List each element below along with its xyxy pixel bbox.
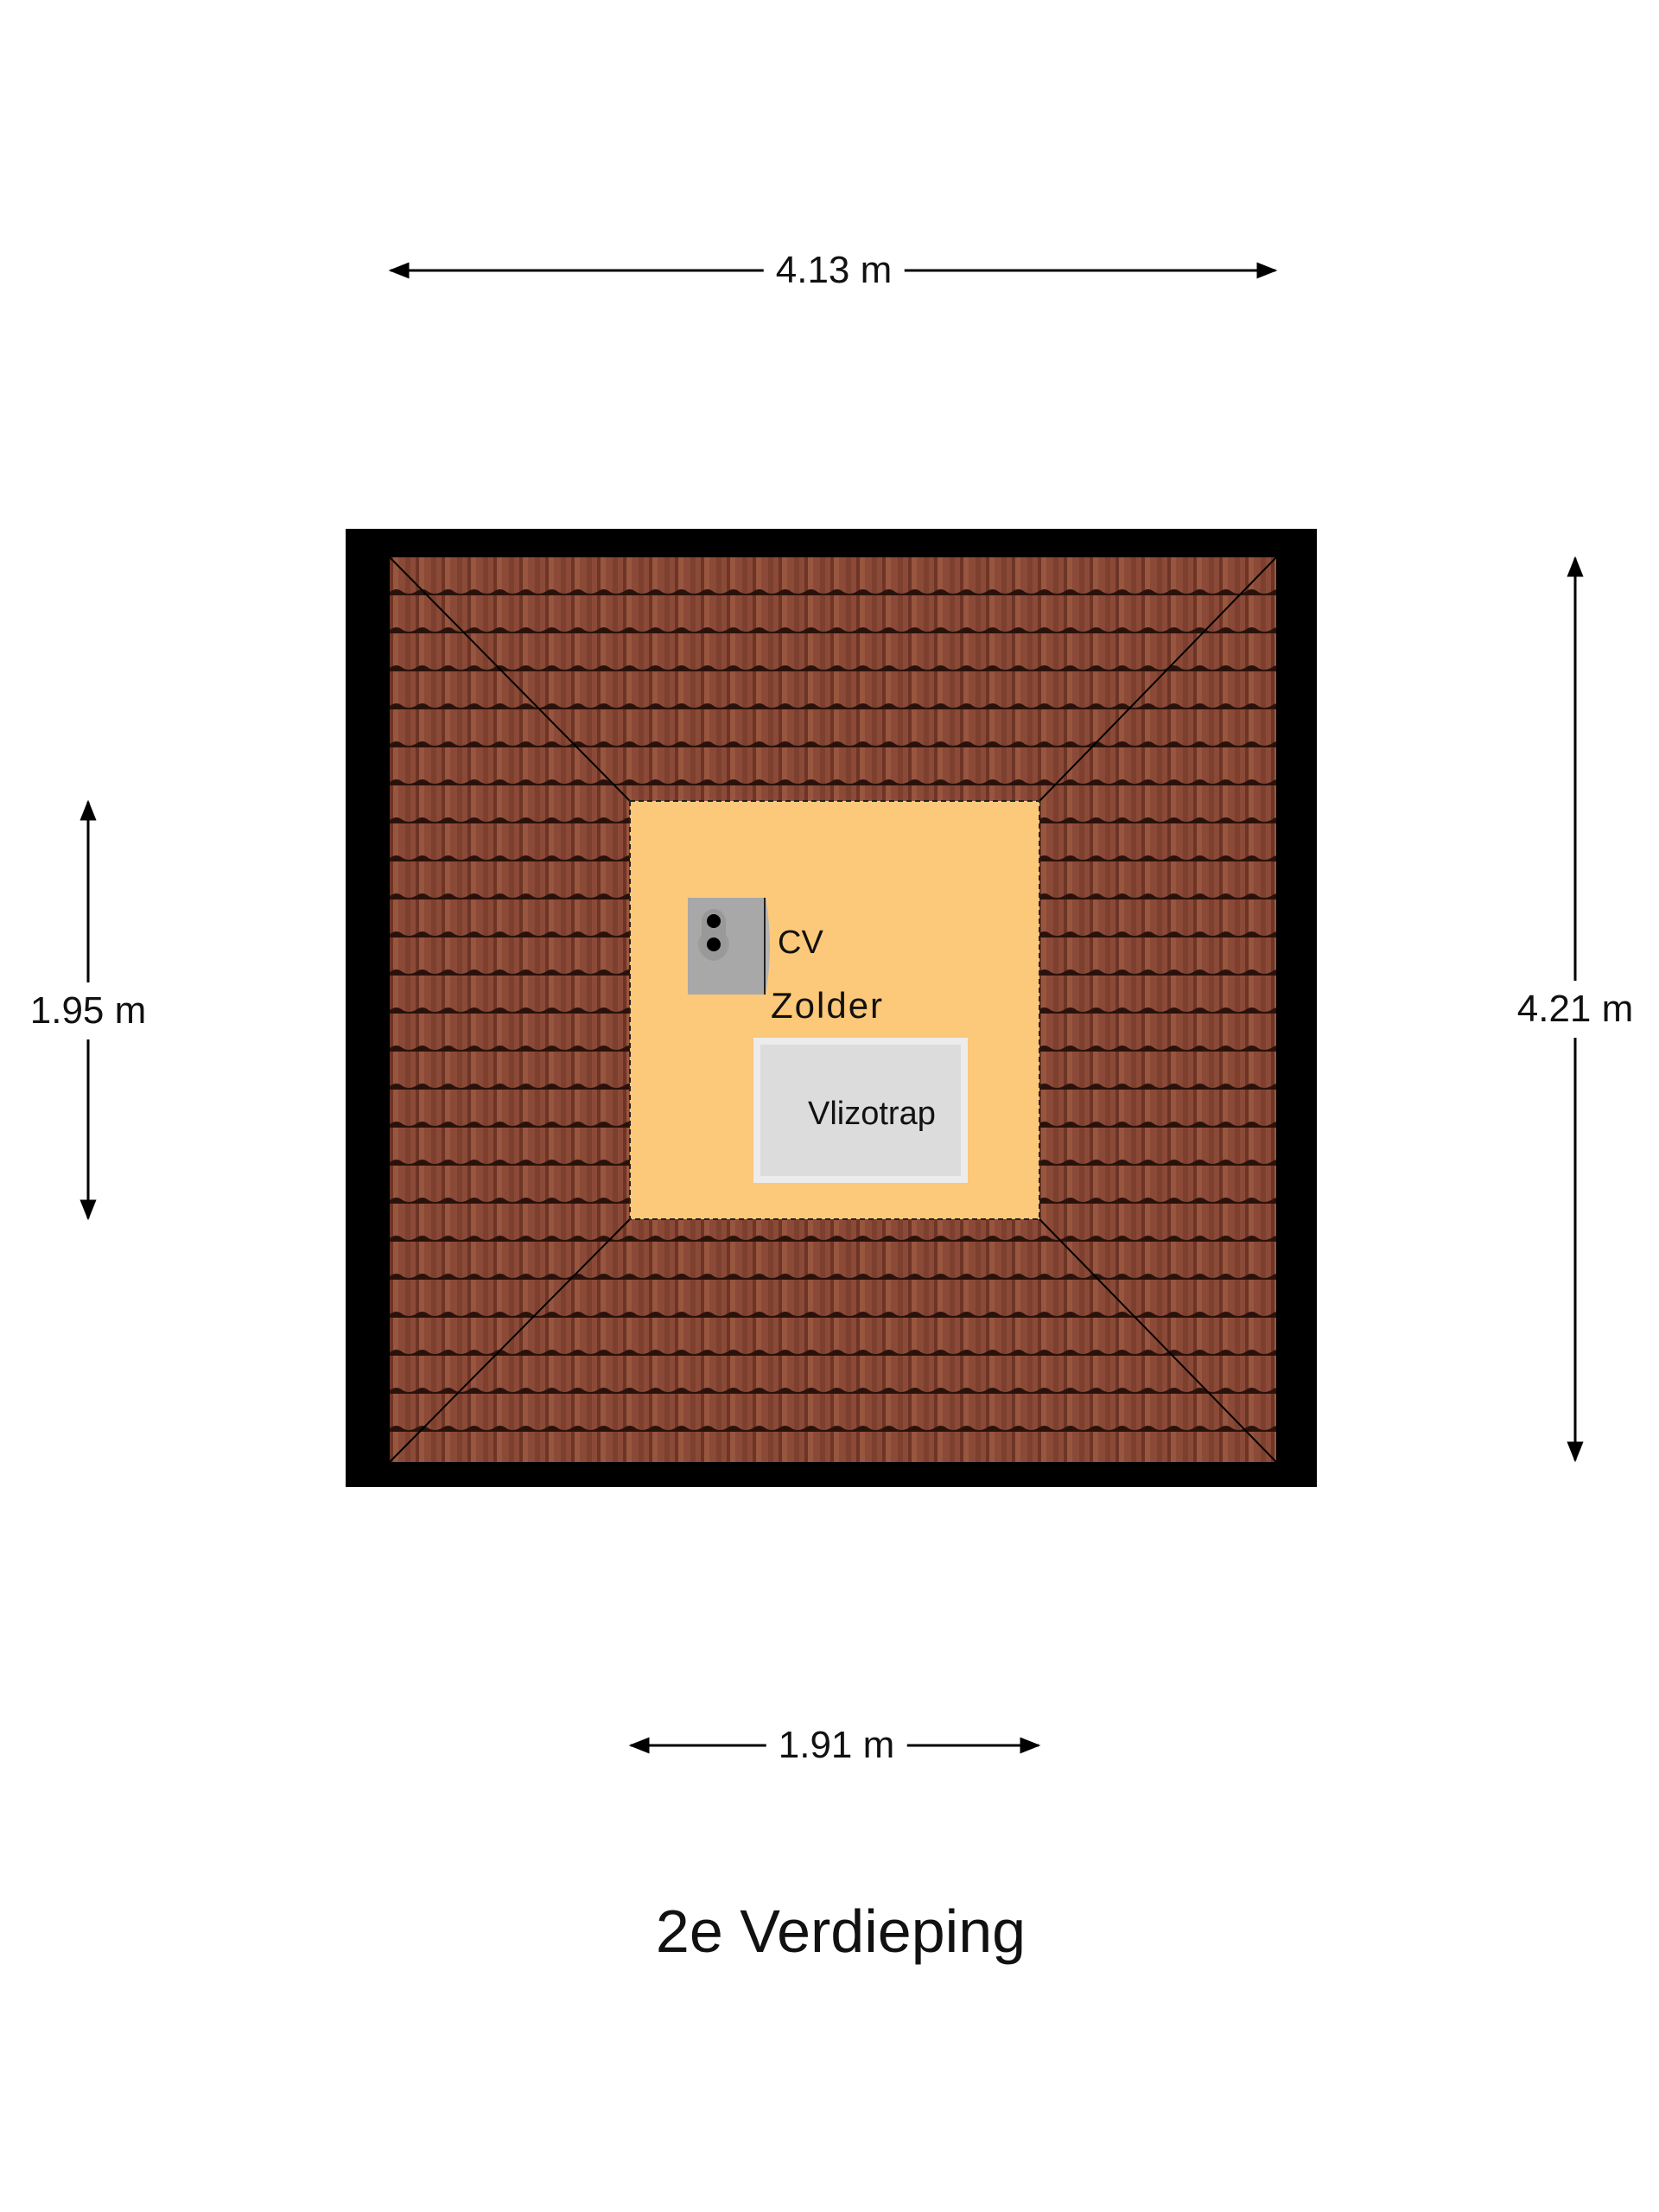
left-dimension-label: 1.95 m [29,982,147,1039]
boiler-label: CV [778,925,823,961]
room-label-zolder: Zolder [771,985,885,1026]
ladder-label: Vlizotrap [808,1096,936,1132]
roof-hip-lines [389,556,1277,1463]
bottom-dimension-label: 1.91 m [766,1724,907,1767]
floor-title: 2e Verdieping [655,1897,1027,1965]
loft-ladder [753,1038,968,1183]
top-dimension-label: 4.13 m [763,249,905,292]
boiler-unit [688,898,770,995]
right-dimension-label: 4.21 m [1516,981,1634,1038]
